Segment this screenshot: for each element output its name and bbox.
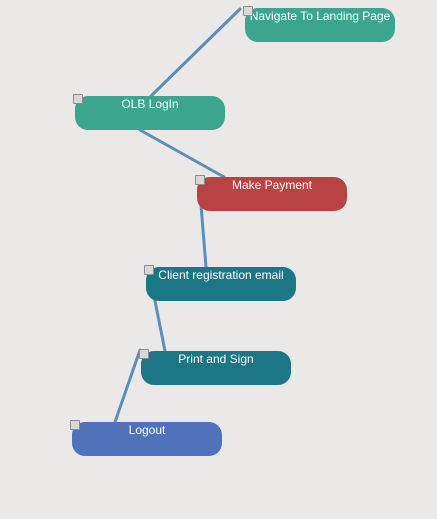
drag-handle-icon[interactable] (243, 6, 253, 16)
node-label: Logout (128, 423, 166, 437)
node-make-payment[interactable]: Make Payment (195, 175, 347, 211)
node-label: Navigate To Landing Page (249, 9, 391, 23)
node-print-and-sign[interactable]: Print and Sign (139, 349, 291, 385)
edge-print-to-logout (113, 348, 142, 424)
node-client-registration-email[interactable]: Client registration email (144, 265, 296, 301)
node-navigate-to-landing-page[interactable]: Navigate To Landing Page (243, 6, 395, 42)
drag-handle-icon[interactable] (195, 175, 205, 185)
node-label: Print and Sign (178, 352, 254, 366)
edge-registration-to-print (152, 294, 167, 353)
drag-handle-icon[interactable] (73, 94, 83, 104)
node-label: Client registration email (158, 268, 284, 282)
node-logout[interactable]: Logout (70, 420, 222, 456)
drag-handle-icon[interactable] (70, 420, 80, 430)
node-label: OLB LogIn (121, 97, 179, 111)
edge-login-to-payment (138, 128, 226, 179)
edge-login-to-navigate (149, 7, 242, 98)
node-label: Make Payment (231, 178, 313, 192)
node-olb-login[interactable]: OLB LogIn (73, 94, 225, 130)
drag-handle-icon[interactable] (144, 265, 154, 275)
drag-handle-icon[interactable] (139, 349, 149, 359)
